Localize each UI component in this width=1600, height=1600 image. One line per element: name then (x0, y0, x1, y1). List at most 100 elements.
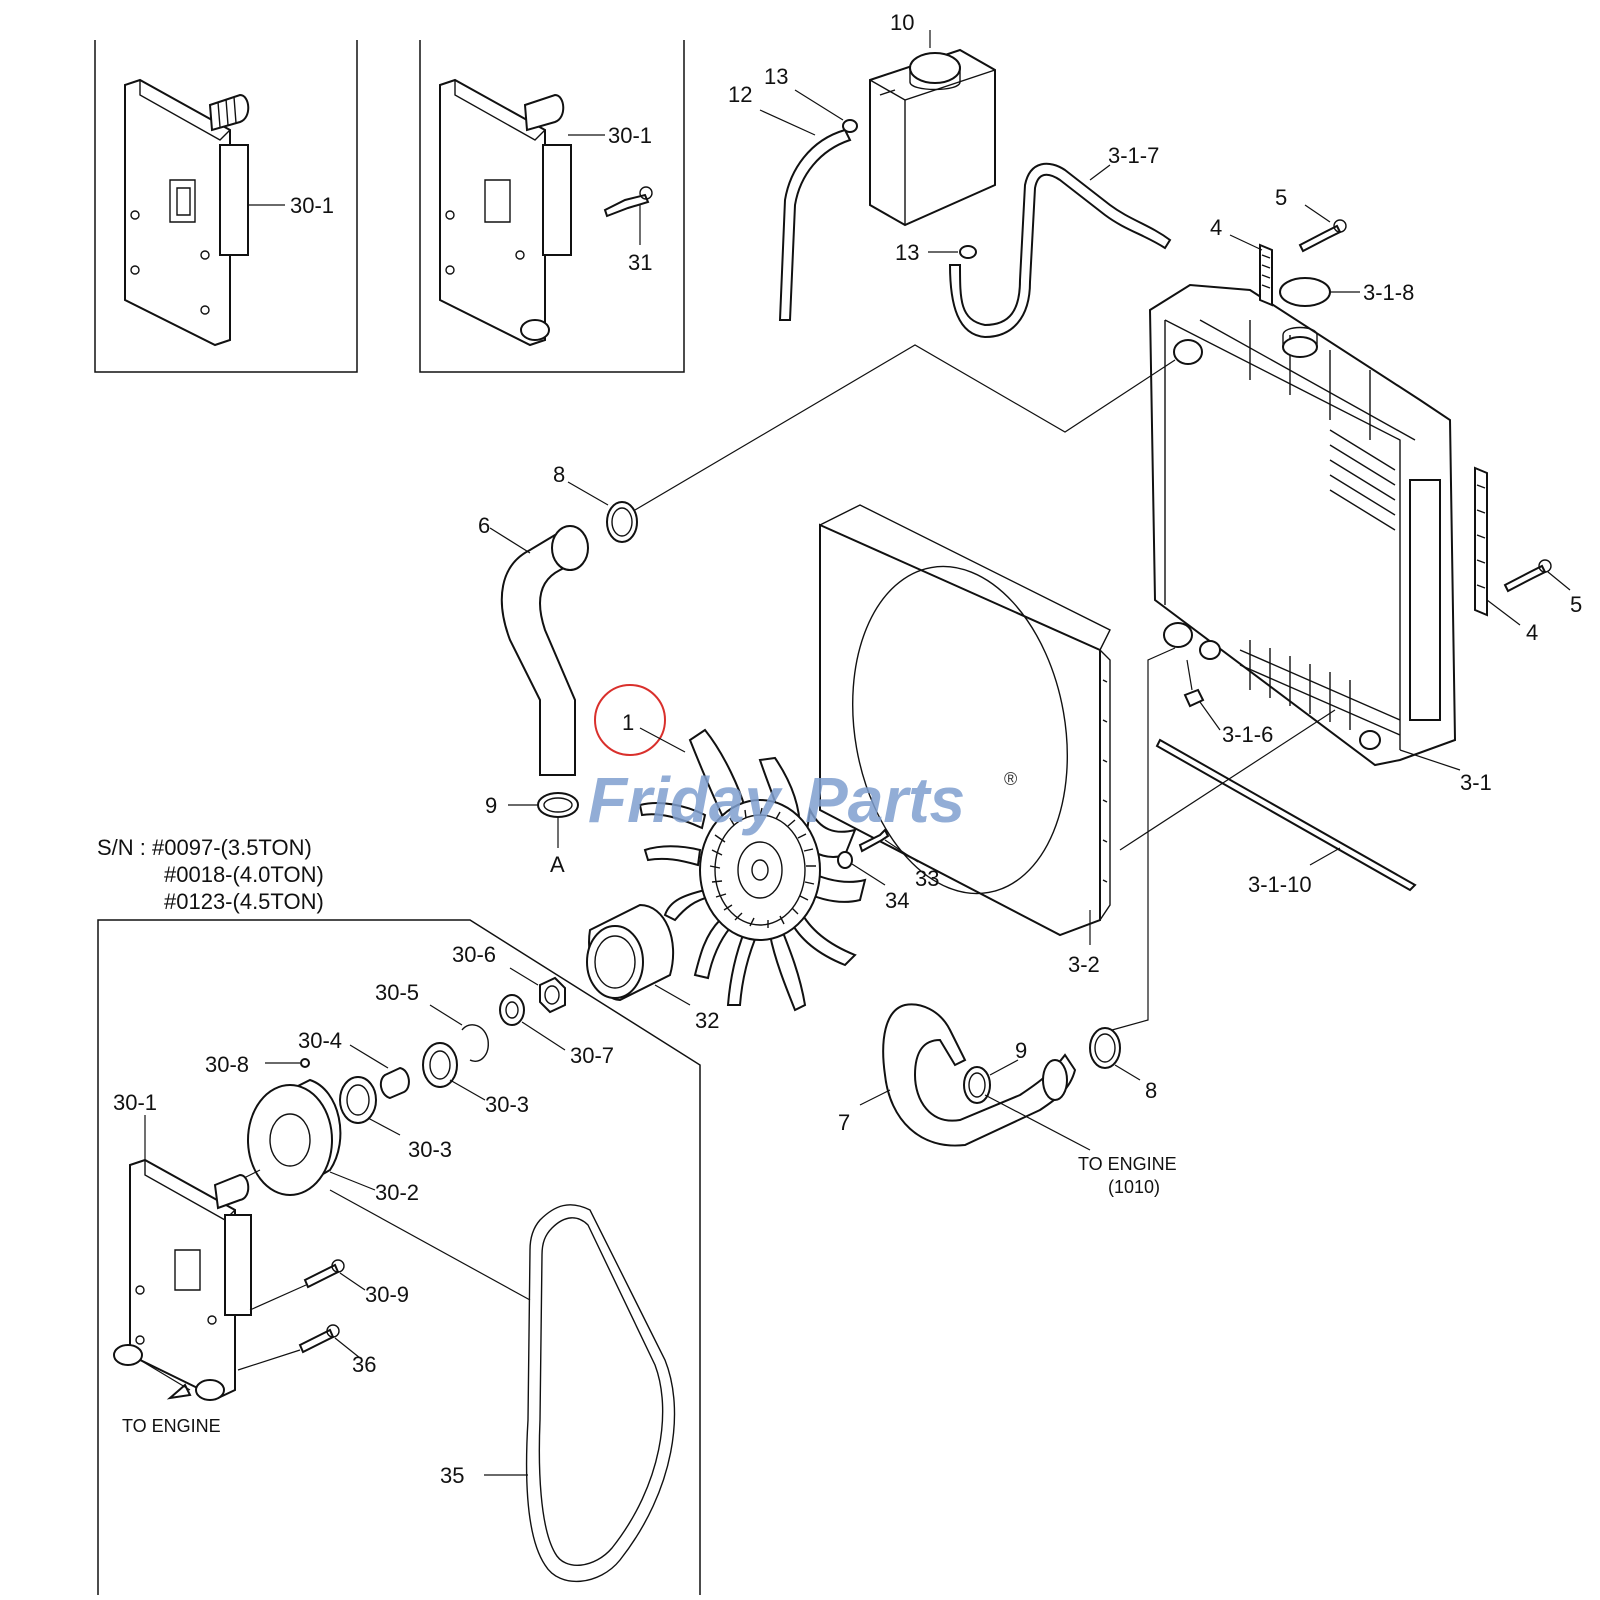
leader-6 (489, 527, 531, 554)
label-30-3-b: 30-3 (408, 1137, 452, 1162)
serial-note-line1: S/N : #0097-(3.5TON) (97, 835, 312, 860)
leader-outlet (1111, 647, 1176, 1031)
leader-1 (639, 727, 686, 753)
leader-belt (329, 1189, 531, 1301)
label-4-a: 4 (1210, 215, 1222, 240)
label-36: 36 (352, 1352, 376, 1377)
clamp-9-right (963, 1066, 991, 1104)
fan-shroud (819, 504, 1111, 937)
leader-to-engine (984, 1094, 1091, 1151)
leader-12 (759, 109, 816, 136)
leader-36 (334, 1337, 361, 1359)
hose-12 (778, 128, 852, 321)
label-30-7: 30-7 (570, 1043, 614, 1068)
label-4-b: 4 (1526, 620, 1538, 645)
washer-30-7 (499, 994, 525, 1026)
to-engine-left-note: TO ENGINE (122, 1416, 221, 1436)
inset-bracket-a (94, 40, 358, 373)
label-31: 31 (628, 250, 652, 275)
leader-30-6 (509, 967, 539, 986)
leader-5-b (1547, 571, 1571, 591)
nut-30-6 (539, 976, 566, 1014)
label-30-2: 30-2 (375, 1180, 419, 1205)
bearing-30-3-a (422, 1042, 458, 1088)
label-7: 7 (838, 1110, 850, 1135)
to-engine-right-note: TO ENGINE (1078, 1154, 1177, 1174)
label-30-1-c: 30-1 (113, 1090, 157, 1115)
seal-strip-4-right (1474, 466, 1488, 617)
leader-30-7 (521, 1021, 566, 1051)
leader-9-b (989, 1059, 1019, 1076)
to-engine-line (139, 1359, 191, 1391)
leader-7 (859, 1089, 891, 1106)
label-30-1-a: 30-1 (290, 193, 334, 218)
bolt-5-top (1298, 224, 1342, 253)
serial-note-line2: #0018-(4.0TON) (164, 862, 324, 887)
radiator-cap (1279, 277, 1331, 307)
label-30-4: 30-4 (298, 1028, 342, 1053)
label-30-9: 30-9 (365, 1282, 409, 1307)
leader-3-1 (1399, 749, 1461, 771)
watermark-text-b: Parts (805, 764, 965, 836)
leader-30-2 (329, 1171, 376, 1191)
leader-5-a (1304, 204, 1331, 223)
snap-ring-30-5 (461, 1024, 489, 1062)
highlight-circle (594, 684, 666, 756)
to-engine-arrow (166, 1383, 192, 1400)
label-13-b: 13 (895, 240, 919, 265)
label-10: 10 (890, 10, 914, 35)
leader-inlet (634, 344, 1176, 511)
hose-3-1-7 (948, 162, 1172, 339)
radiator-assembly (1148, 283, 1457, 767)
label-30-3-a: 30-3 (485, 1092, 529, 1117)
hose-7-end (1042, 1059, 1068, 1101)
label-13-a: 13 (764, 64, 788, 89)
leader-36-in (237, 1349, 301, 1371)
bearing-30-3-b (339, 1076, 377, 1124)
idler-assembly-frame (97, 919, 701, 1595)
leader-13-a (794, 89, 844, 121)
label-34: 34 (885, 888, 909, 913)
leader-30-9-in (249, 1284, 307, 1311)
label-1: 1 (622, 710, 634, 735)
leader-34 (851, 863, 886, 886)
upper-hose-6 (500, 533, 582, 776)
washer-34 (837, 851, 853, 869)
label-3-1-10: 3-1-10 (1248, 872, 1312, 897)
spacer-32 (586, 903, 675, 1002)
clamp-13-top (842, 119, 858, 133)
serial-note-line3: #0123-(4.5TON) (164, 889, 324, 914)
idler-pulley-30-2 (247, 1078, 342, 1196)
label-9-a: 9 (485, 793, 497, 818)
leader-8-a (567, 481, 609, 506)
label-A: A (550, 852, 565, 877)
bolt-5-right (1503, 564, 1547, 593)
label-8-b: 8 (1145, 1078, 1157, 1103)
leader-3-1-7 (1089, 164, 1111, 181)
label-5-a: 5 (1275, 185, 1287, 210)
bolt-33 (858, 828, 890, 853)
leader-shroud (1119, 709, 1336, 851)
leader-30-4 (349, 1044, 389, 1069)
clamp-13-bottom (959, 245, 977, 259)
leader-30-9 (339, 1272, 366, 1291)
label-30-8: 30-8 (205, 1052, 249, 1077)
idler-bracket-30-1 (113, 1158, 252, 1401)
label-12: 12 (728, 82, 752, 107)
label-6: 6 (478, 513, 490, 538)
label-3-1-6: 3-1-6 (1222, 722, 1273, 747)
seal-3-1-10 (1155, 738, 1417, 892)
label-30-5: 30-5 (375, 980, 419, 1005)
label-35: 35 (440, 1463, 464, 1488)
label-8-a: 8 (553, 462, 565, 487)
v-belt-35 (525, 1204, 676, 1583)
label-3-1-8: 3-1-8 (1363, 280, 1414, 305)
grease-nipple-30-8 (300, 1058, 310, 1068)
watermark-text-a: Friday (588, 764, 783, 836)
label-5-b: 5 (1570, 592, 1582, 617)
label-3-1-7: 3-1-7 (1108, 143, 1159, 168)
leader-8-b (1114, 1064, 1141, 1081)
drain-stem (1186, 659, 1193, 691)
